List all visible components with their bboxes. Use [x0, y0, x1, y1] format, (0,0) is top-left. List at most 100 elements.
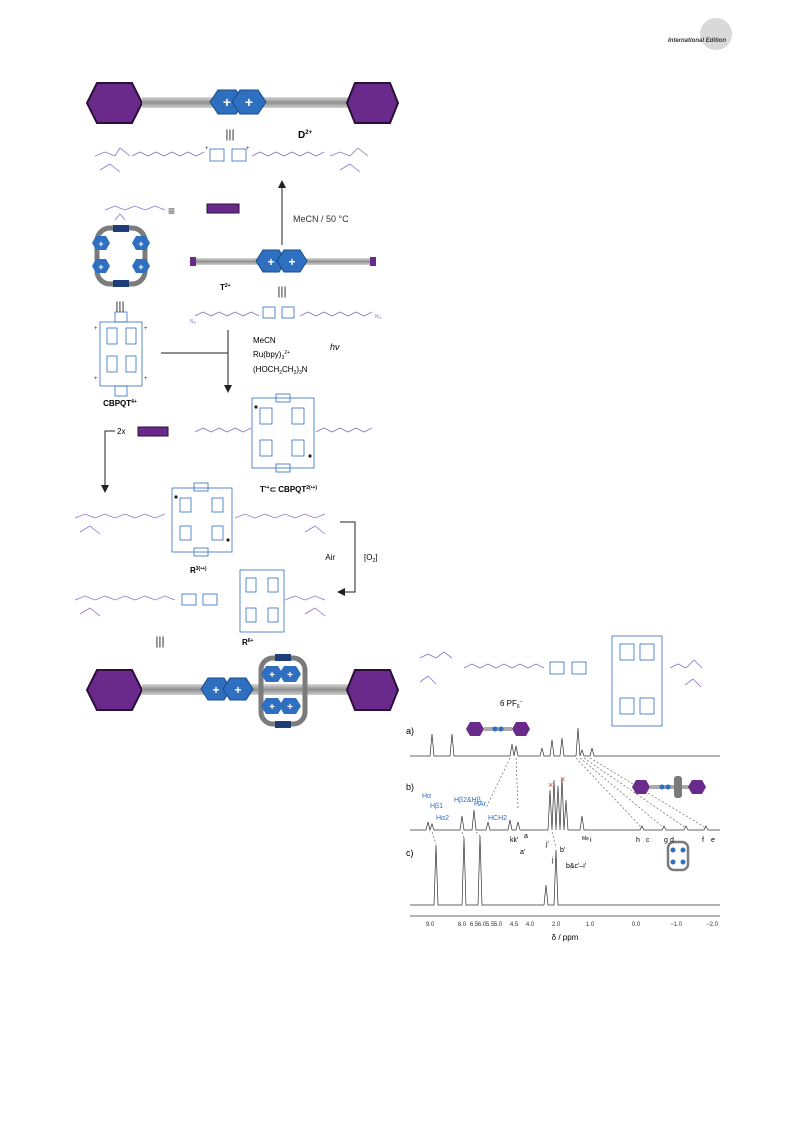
thread-label: T2+	[220, 283, 231, 292]
rotaxane-structure	[74, 569, 326, 633]
dumbbell-structure	[94, 147, 369, 173]
rotaxane-label: R6+	[242, 638, 254, 647]
svg-text:+: +	[267, 255, 274, 269]
svg-text:d: d	[670, 837, 674, 844]
svg-text:6.5: 6.5	[470, 922, 479, 928]
stopper-arrow	[104, 430, 115, 488]
svg-text:8.0: 8.0	[458, 922, 467, 928]
svg-text:5.0: 5.0	[494, 922, 503, 928]
svg-text:b&c'–i': b&c'–i'	[566, 863, 586, 870]
svg-text:f: f	[702, 837, 704, 844]
cond-heat: MeCN / 50 °C	[293, 214, 349, 224]
equiv-mark: ≡	[168, 204, 175, 218]
svg-text:6.0: 6.0	[478, 922, 487, 928]
svg-text:Hα2: Hα2	[436, 815, 449, 822]
svg-text:g: g	[664, 837, 668, 844]
svg-text:−2.0: −2.0	[706, 922, 719, 928]
svg-text:4.0: 4.0	[526, 922, 535, 928]
panel-a-label: a)	[406, 726, 414, 736]
stopper-cartoon	[206, 203, 240, 214]
charge-plus: +	[205, 146, 209, 152]
svg-text:HAr: HAr	[474, 801, 487, 808]
panel-c-label: c)	[406, 848, 414, 858]
svg-text:HCH2: HCH2	[488, 815, 507, 822]
rotaxane-cartoon: + + + + + +	[85, 654, 400, 728]
cond-oxidant: [O2]	[364, 553, 377, 564]
axis-label: δ / ppm	[552, 933, 579, 942]
oxidation-arrow	[340, 521, 356, 593]
identity-mark: |||	[155, 634, 164, 648]
svg-text:j: j	[551, 857, 554, 864]
identity-mark: |||	[277, 284, 286, 298]
svg-text:i: i	[590, 837, 592, 844]
svg-text:+: +	[223, 94, 231, 110]
inclusion-complex-structure	[251, 393, 315, 473]
svg-text:a': a'	[520, 849, 525, 856]
panel-c-ring-icon	[666, 840, 690, 872]
cond-reductant: (HOCH2CH2)3N	[253, 365, 308, 376]
reaction-scheme: + + ||| D2+ + + ≡ MeCN / 50 °C + + + +	[74, 82, 400, 728]
charge-plus: +	[246, 146, 250, 152]
panel-b-label: b)	[406, 782, 414, 792]
stopper-structure	[104, 205, 166, 221]
cond-solvent: MeCN	[253, 336, 276, 345]
svg-text:2.0: 2.0	[552, 922, 561, 928]
azide-left: N3	[190, 319, 197, 325]
svg-text:9.0: 9.0	[426, 922, 435, 928]
svg-text:5.5: 5.5	[486, 922, 495, 928]
panel-a-dumbbell-icon	[466, 722, 530, 736]
cbpqt-ring-cartoon: + + + +	[92, 225, 150, 287]
svg-text:0.0: 0.0	[632, 922, 641, 928]
svg-text:kk': kk'	[510, 837, 518, 844]
svg-text:+: +	[98, 262, 103, 272]
svg-text:+: +	[269, 702, 275, 713]
nmr-figure: 6 PF6− a) b) c)	[406, 635, 720, 942]
svg-text:Me: Me	[582, 836, 589, 842]
cond-stopper-count: 2x	[117, 427, 125, 436]
spectrum-a	[410, 727, 720, 757]
svg-text:+: +	[94, 376, 98, 382]
svg-text:+: +	[234, 683, 241, 697]
cond-air: Air	[325, 553, 335, 562]
svg-text:+: +	[212, 683, 219, 697]
stopper-cartoon	[137, 426, 169, 437]
svg-text:Hβ1: Hβ1	[430, 803, 443, 810]
cbpqt-structure	[99, 311, 143, 397]
svg-text:+: +	[287, 670, 293, 681]
svg-text:4.5: 4.5	[510, 922, 519, 928]
svg-text:+: +	[245, 94, 253, 110]
azide-right: N3	[375, 314, 382, 320]
svg-text:h: h	[636, 837, 640, 844]
axis-ticks: 9.0 8.0 6.5 6.0 5.5 5.0 4.5 4.0 2.0 1.0 …	[426, 922, 719, 928]
svg-text:+: +	[144, 376, 148, 382]
svg-text:1.0: 1.0	[586, 922, 595, 928]
svg-text:+: +	[94, 326, 98, 332]
svg-text:+: +	[138, 262, 143, 272]
svg-text:a: a	[524, 833, 528, 840]
inclusion-thread	[194, 427, 373, 433]
svg-text:+: +	[288, 255, 295, 269]
edition-text: International Edition	[668, 38, 726, 44]
svg-text:c: c	[646, 837, 650, 844]
svg-text:Hβ2&Hβ: Hβ2&Hβ	[454, 797, 481, 804]
radical-rotaxane-label: R3(•+)	[190, 566, 207, 575]
ring-label: CBPQT4+	[103, 399, 137, 408]
edition-badge	[700, 18, 732, 50]
peak-labels-b: Hα Hβ1 Hβ2&Hβ Hα2 HAr HCH2 kk' a a' j' j…	[422, 793, 715, 870]
radical-rotaxane-structure	[74, 482, 326, 557]
impurity-marker: ×	[548, 780, 553, 790]
thread-structure	[194, 306, 373, 319]
counterion: 6 PF6−	[500, 699, 523, 710]
svg-text:+: +	[269, 670, 275, 681]
dumbbell-cartoon: + +	[85, 82, 400, 124]
svg-text:b': b'	[560, 847, 565, 854]
svg-text:+: +	[287, 702, 293, 713]
svg-text:+: +	[144, 326, 148, 332]
svg-text:e: e	[711, 837, 715, 844]
thread-cartoon: + +	[190, 249, 376, 273]
svg-text:+: +	[98, 239, 103, 249]
cond-catalyst: Ru(bpy)32+	[253, 350, 290, 361]
svg-text:+: +	[138, 239, 143, 249]
panel-b-rotaxane-icon	[632, 776, 706, 798]
identity-mark: |||	[115, 299, 124, 313]
